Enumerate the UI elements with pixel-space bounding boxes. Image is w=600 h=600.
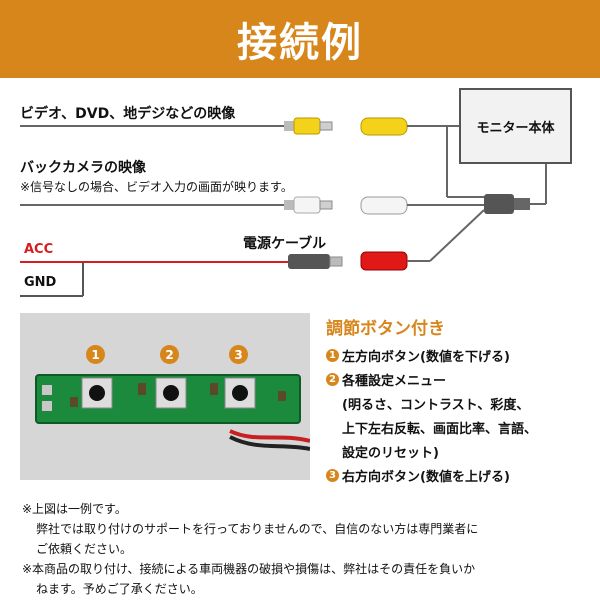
title-bar: 接続例 — [0, 0, 600, 78]
wiring-diagram — [20, 117, 547, 297]
tact-button-1 — [81, 377, 113, 409]
yellow-rca-plug — [284, 117, 333, 135]
button-desc-3-text: 右方向ボタン(数値を上げる) — [342, 470, 510, 485]
badge-icon-1: 1 — [326, 349, 339, 362]
control-board-photo: 1 2 3 — [20, 313, 310, 480]
video-input-label: ビデオ、DVD、地デジなどの映像 — [20, 106, 236, 122]
monitor-label: モニター本体 — [476, 120, 555, 136]
note-line-2: 弊社では取り付けのサポートを行っておりませんので、自信のない方は専門業者に — [36, 522, 479, 536]
button-desc-2-detail-3: 設定のリセット) — [342, 442, 439, 461]
badge-2: 2 — [160, 345, 179, 364]
yellow-rca-jack — [360, 117, 408, 136]
detail-text: 設定のリセット) — [342, 446, 439, 461]
button-desc-3: 3 右方向ボタン(数値を上げる) — [326, 466, 510, 485]
white-rca-jack — [360, 196, 408, 215]
badge-icon-2: 2 — [326, 373, 339, 386]
monitor-unit: モニター本体 — [459, 88, 572, 164]
button-desc-1-text: 左方向ボタン(数値を下げる) — [342, 350, 510, 365]
back-camera-label: バックカメラの映像 — [20, 160, 146, 176]
badge-icon-3: 3 — [326, 469, 339, 482]
tact-button-3 — [224, 377, 256, 409]
note-line-1: ※上図は一例です。 — [22, 502, 127, 516]
white-rca-plug — [284, 196, 333, 214]
detail-text: 上下左右反転、画面比率、言語、 — [342, 422, 538, 437]
button-desc-2: 2 各種設定メニュー — [326, 370, 446, 389]
power-plug — [288, 254, 343, 269]
adjust-buttons-title: 調節ボタン付き — [326, 319, 445, 339]
button-desc-1: 1 左方向ボタン(数値を下げる) — [326, 346, 510, 365]
note-line-5: ねます。予めご了承ください。 — [36, 582, 203, 596]
power-cable-label: 電源ケーブル — [243, 236, 327, 252]
badge-1: 1 — [86, 345, 105, 364]
detail-text: (明るさ、コントラスト、彩度、 — [342, 398, 530, 413]
page-title: 接続例 — [237, 20, 363, 66]
button-desc-2-text: 各種設定メニュー — [342, 374, 447, 389]
cable-junction — [447, 164, 547, 214]
acc-label: ACC — [24, 242, 54, 257]
button-desc-2-detail-1: (明るさ、コントラスト、彩度、 — [342, 394, 529, 413]
power-jack-red — [360, 251, 408, 271]
gnd-label: GND — [24, 275, 57, 290]
badge-3: 3 — [229, 345, 248, 364]
back-camera-note: ※信号なしの場合、ビデオ入力の画面が映ります。 — [20, 180, 293, 194]
note-line-4: ※本商品の取り付け、接続による車両機器の破損や損傷は、弊社はその責任を負いか — [22, 562, 476, 576]
note-line-3: ご依頼ください。 — [36, 542, 133, 556]
button-desc-2-detail-2: 上下左右反転、画面比率、言語、 — [342, 418, 537, 437]
tact-button-2 — [155, 377, 187, 409]
